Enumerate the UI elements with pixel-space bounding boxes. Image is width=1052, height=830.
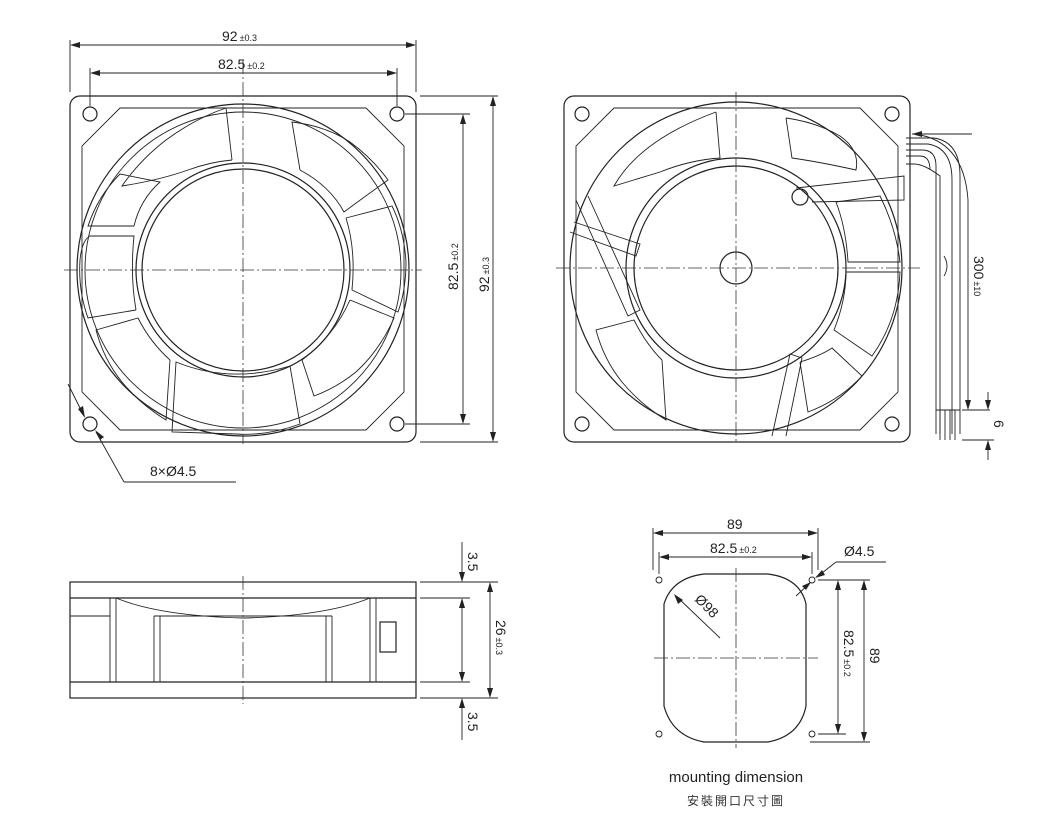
dim-mounting-height: 89	[867, 648, 883, 664]
dim-mounting-hole-dia: Ø4.5	[844, 543, 875, 559]
side-dimensions: 3.5 3.5 26±0.3	[420, 542, 509, 740]
rear-blades	[595, 111, 901, 421]
dim-rear-lead-length: 300±10	[971, 256, 987, 296]
dim-front-height: 92±0.3	[476, 257, 492, 292]
dim-side-bottom-flange: 3.5	[465, 712, 481, 732]
dim-mounting-opening-dia: Ø98	[692, 591, 722, 621]
dim-side-top-flange: 3.5	[465, 552, 481, 572]
dim-side-thickness: 26±0.3	[493, 620, 509, 655]
mounting-hole-bl	[655, 730, 663, 738]
dim-mounting-width: 89	[727, 516, 743, 532]
dim-mounting-hole-pitch-v: 82.5±0.2	[841, 630, 857, 677]
mounting-hole-br	[808, 730, 816, 738]
side-connector-boss	[379, 621, 397, 653]
dim-front-width: 92±0.3	[222, 28, 257, 44]
front-view	[64, 60, 422, 444]
rear-hole-bl	[574, 416, 590, 432]
rear-dimensions: 300±10 6	[912, 131, 1007, 460]
dim-front-hole-pitch: 82.5±0.2	[218, 56, 265, 72]
mounting-hole-tr	[808, 576, 816, 584]
mounting-dimensions: 89 82.5±0.2 Ø4.5 Ø98 82.5±0.2 89	[652, 516, 886, 743]
rear-inner-frame	[575, 107, 899, 431]
front-dimensions: 92±0.3 82.5±0.2 82.5±0.2 92±0.3 8×Ø4.5	[67, 28, 498, 483]
dim-front-holes-callout: 8×Ø4.5	[150, 463, 197, 479]
dim-front-hole-pitch-v: 82.5±0.2	[445, 243, 461, 290]
rear-frame	[563, 95, 911, 443]
caption-mounting-dimension: mounting dimension	[669, 769, 803, 786]
rear-hole-br	[884, 416, 900, 432]
mounting-hole-tl	[655, 576, 663, 584]
rear-wire-grommet	[791, 188, 809, 206]
rear-struts	[569, 175, 905, 437]
caption-mounting-dimension-zh: 安裝開口尺寸圖	[687, 793, 785, 808]
rear-hole-tl	[574, 106, 590, 122]
front-hole-br	[389, 416, 405, 432]
rear-view	[556, 92, 961, 444]
rear-lead-wires	[906, 137, 961, 440]
dim-rear-lead-strip: 6	[991, 420, 1007, 428]
front-blades	[79, 107, 407, 435]
front-hole-tr	[389, 106, 405, 122]
side-view	[69, 576, 417, 704]
front-hole-tl	[82, 106, 98, 122]
mounting-opening-outline	[663, 573, 807, 743]
front-hole-bl	[82, 416, 98, 432]
rear-hole-tr	[884, 106, 900, 122]
mounting-cutout	[654, 568, 818, 748]
dim-mounting-hole-pitch-h: 82.5±0.2	[710, 540, 757, 556]
